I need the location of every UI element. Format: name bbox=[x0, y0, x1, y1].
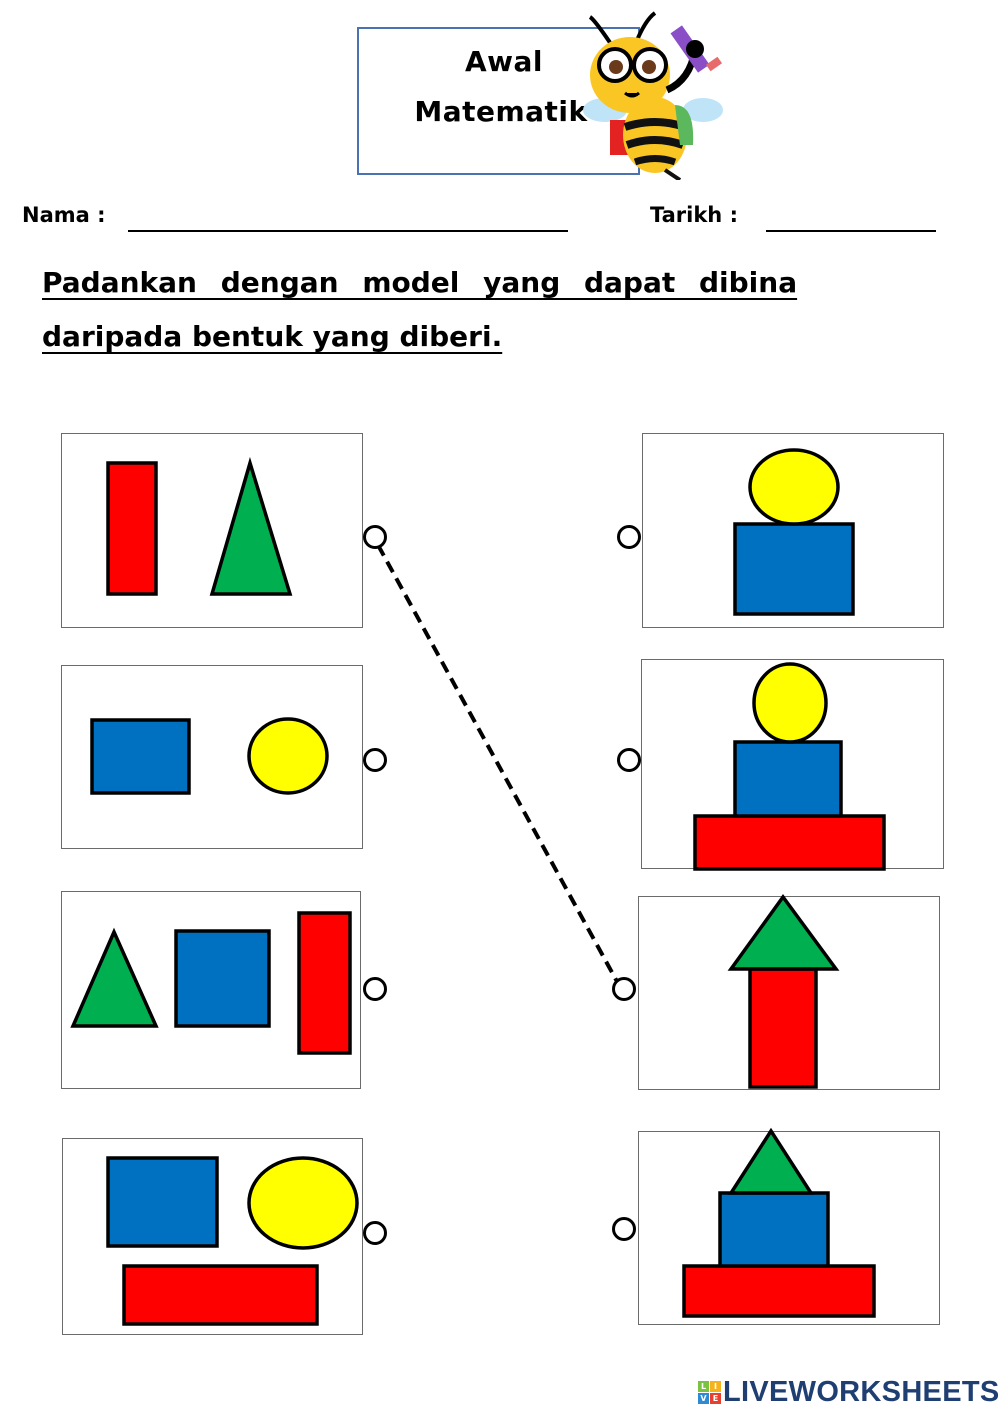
green-triangle-icon bbox=[727, 894, 840, 971]
liveworksheets-logo: L I V E LIVEWORKSHEETS bbox=[698, 1376, 1000, 1409]
date-label: Tarikh : bbox=[650, 203, 738, 227]
blue-rectangle-icon bbox=[733, 522, 855, 616]
instruction-line-1: Padankan dengan model yang dapat dibina bbox=[42, 266, 798, 299]
right-dot-2[interactable] bbox=[617, 748, 641, 772]
left-card-2 bbox=[61, 665, 363, 849]
yellow-circle-icon bbox=[247, 717, 329, 795]
red-rectangle-icon bbox=[297, 911, 352, 1055]
yellow-circle-icon bbox=[752, 662, 828, 744]
right-dot-3[interactable] bbox=[612, 977, 636, 1001]
green-triangle-icon bbox=[70, 927, 159, 1028]
bee-mascot-icon bbox=[583, 11, 723, 180]
red-rectangle-icon bbox=[106, 461, 158, 596]
right-dot-1[interactable] bbox=[617, 525, 641, 549]
title-box: Awal Matematik bbox=[357, 27, 640, 175]
name-label: Nama : bbox=[22, 203, 106, 227]
left-card-3 bbox=[61, 891, 361, 1089]
left-dot-1[interactable] bbox=[363, 525, 387, 549]
blue-square-icon bbox=[733, 740, 843, 818]
blue-square-icon bbox=[718, 1191, 830, 1268]
right-dot-4[interactable] bbox=[612, 1217, 636, 1241]
connection-line bbox=[376, 544, 622, 988]
date-input[interactable] bbox=[766, 210, 936, 232]
left-dot-4[interactable] bbox=[363, 1221, 387, 1245]
title-line-2: Matematik bbox=[414, 95, 588, 128]
yellow-circle-icon bbox=[748, 448, 840, 526]
left-card-1 bbox=[61, 433, 363, 628]
right-card-1 bbox=[642, 433, 944, 628]
right-card-3 bbox=[638, 896, 940, 1090]
logo-text: LIVEWORKSHEETS bbox=[723, 1376, 1000, 1408]
green-triangle-icon bbox=[209, 456, 293, 596]
blue-square-icon bbox=[106, 1156, 219, 1248]
right-card-4 bbox=[638, 1131, 940, 1325]
red-rectangle-icon bbox=[682, 1264, 876, 1318]
live-blocks-icon: L I V E bbox=[698, 1381, 721, 1404]
red-rectangle-icon bbox=[748, 967, 818, 1089]
blue-rectangle-icon bbox=[90, 718, 191, 795]
yellow-circle-icon bbox=[247, 1156, 359, 1250]
title-line-1: Awal bbox=[464, 45, 544, 78]
green-triangle-icon bbox=[727, 1127, 815, 1195]
left-dot-2[interactable] bbox=[363, 748, 387, 772]
blue-square-icon bbox=[174, 929, 271, 1028]
instruction-line-2: daripada bentuk yang diberi. bbox=[42, 320, 503, 353]
name-input[interactable] bbox=[128, 210, 568, 232]
left-dot-3[interactable] bbox=[363, 977, 387, 1001]
left-card-4 bbox=[62, 1138, 363, 1335]
red-rectangle-icon bbox=[693, 814, 886, 871]
red-rectangle-icon bbox=[122, 1264, 319, 1326]
